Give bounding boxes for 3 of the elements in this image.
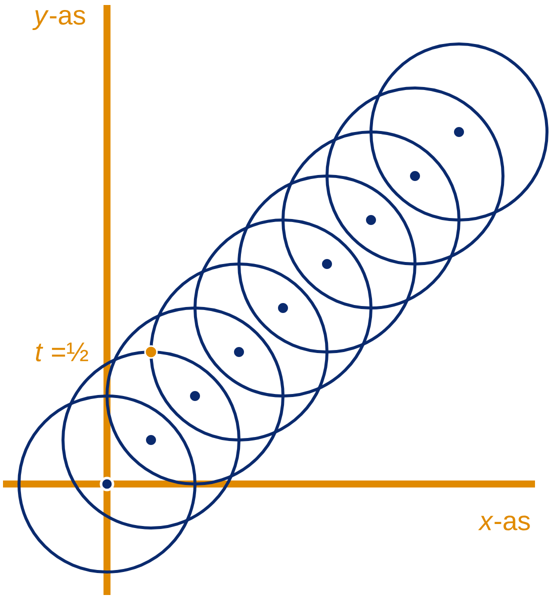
axis-label: t =½ [36,342,88,362]
axis-label: x-as [478,516,530,530]
axis-label: y-as [32,10,86,30]
